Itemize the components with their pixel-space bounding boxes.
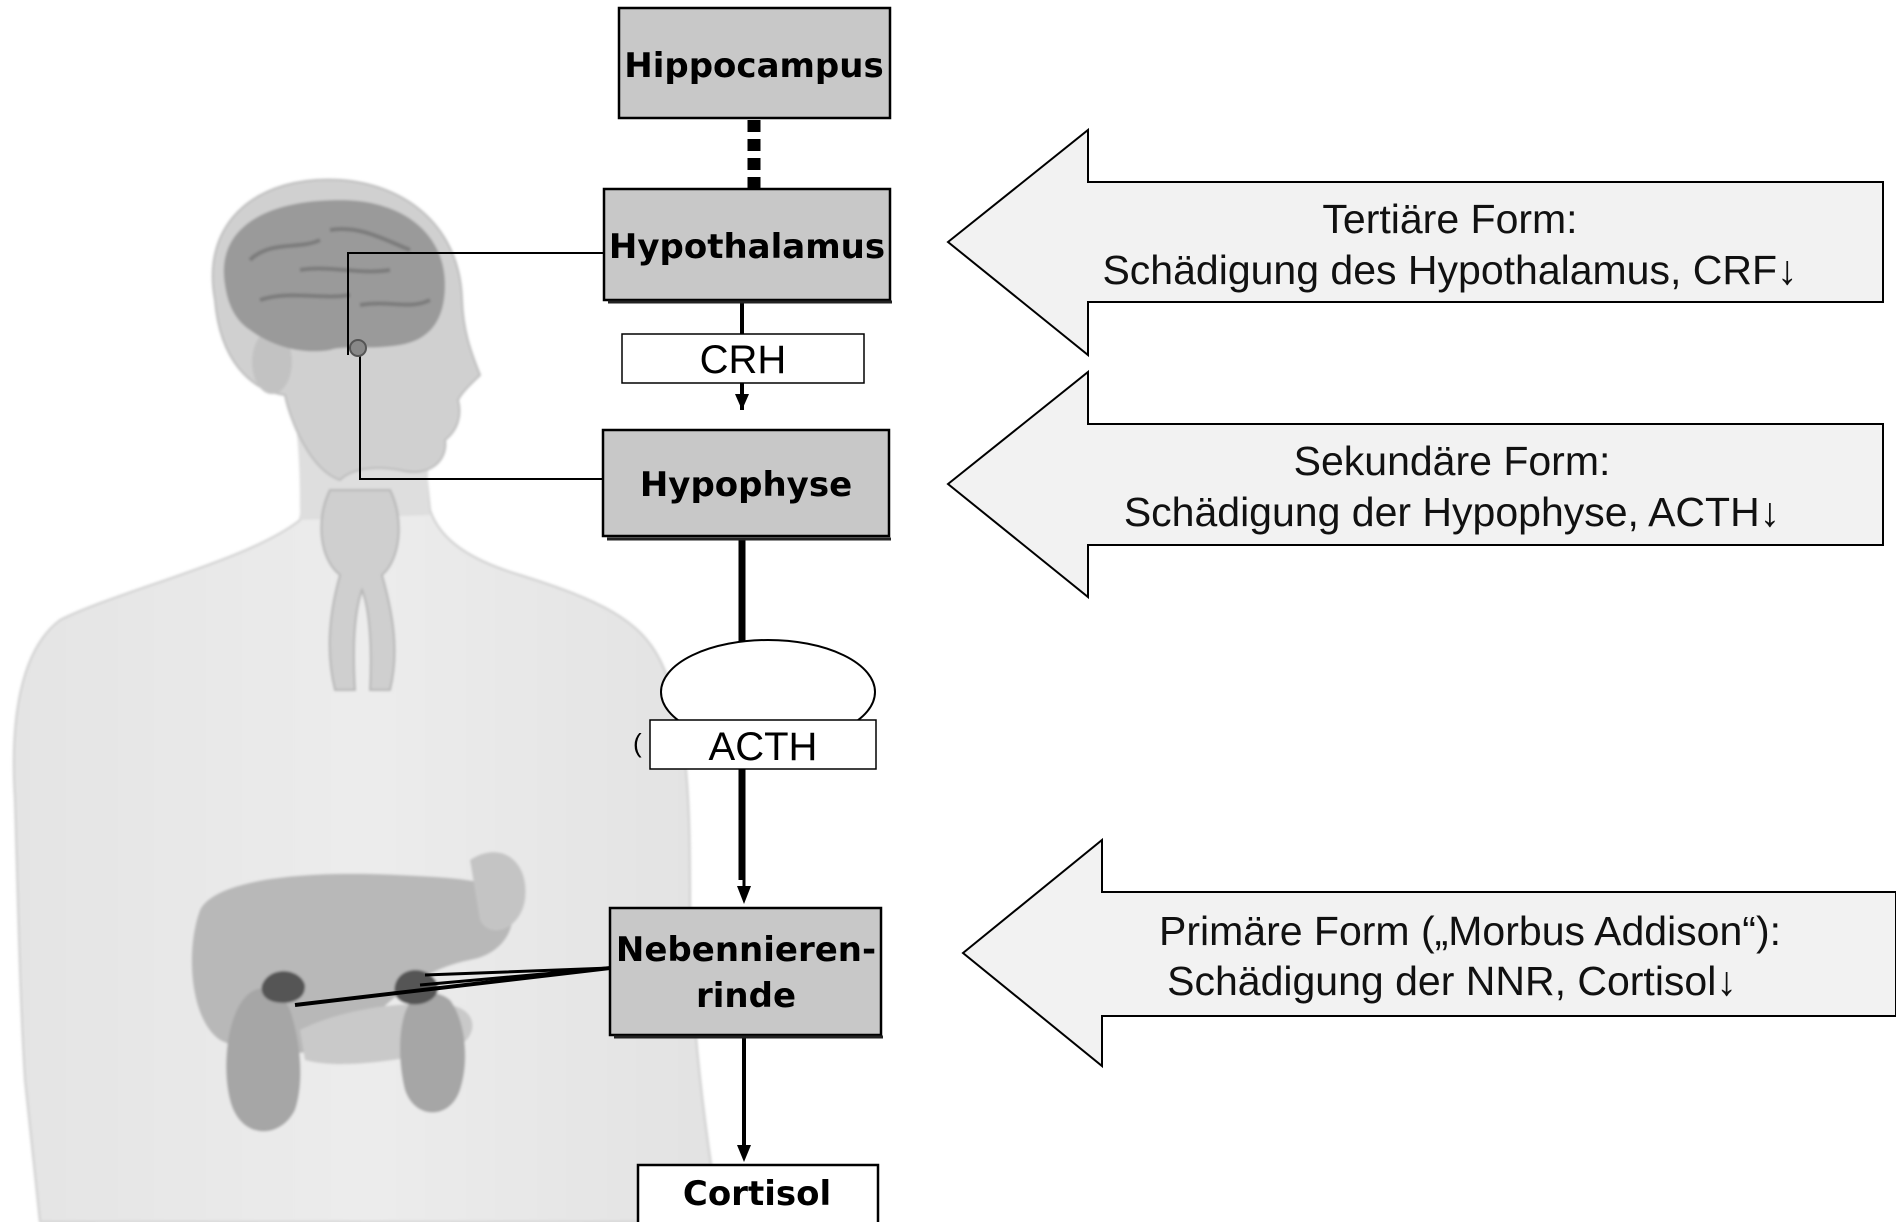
primary-form-description: Schädigung der NNR, Cortisol↓ [1167, 958, 1737, 1004]
crh-label: CRH [700, 338, 787, 382]
crh-label-box: CRH [622, 334, 864, 383]
secondary-form-description: Schädigung der Hypophyse, ACTH↓ [1124, 489, 1780, 535]
hippocampus-box: Hippocampus [619, 8, 890, 118]
tertiary-form-title: Tertiäre Form: [1322, 196, 1577, 242]
cortisol-label: Cortisol [683, 1174, 831, 1214]
pituitary-marker [350, 340, 366, 356]
primary-form-title: Primäre Form („Morbus Addison“): [1159, 908, 1781, 954]
hippocampus-label: Hippocampus [624, 46, 883, 86]
acth-side-mark: ( [633, 728, 642, 758]
acth-arrowhead [737, 886, 751, 904]
nnr-label-line1: Nebennieren- [616, 930, 876, 970]
primary-form-arrow: Primäre Form („Morbus Addison“): Schädig… [963, 840, 1896, 1066]
hypophyse-label: Hypophyse [640, 465, 852, 505]
tertiary-form-description: Schädigung des Hypothalamus, CRF↓ [1102, 247, 1797, 293]
brain [224, 200, 445, 351]
nnr-label-line2: rinde [696, 976, 796, 1016]
secondary-form-title: Sekundäre Form: [1294, 438, 1611, 484]
secondary-form-arrow: Sekundäre Form: Schädigung der Hypophyse… [948, 372, 1883, 597]
hypothalamus-box: Hypothalamus [604, 189, 892, 302]
hypophyse-box: Hypophyse [603, 430, 891, 539]
crh-arrowhead [735, 394, 749, 410]
nebennierenrinde-box: Nebennieren- rinde [610, 908, 883, 1037]
hypothalamus-label: Hypothalamus [609, 227, 885, 267]
cortisol-arrowhead [737, 1145, 751, 1162]
acth-label-box: ACTH [650, 720, 876, 769]
cortisol-box: Cortisol [638, 1165, 878, 1222]
left-kidney [226, 988, 300, 1131]
human-body-illustration [14, 180, 720, 1222]
tertiary-form-arrow: Tertiäre Form: Schädigung des Hypothalam… [948, 130, 1883, 355]
acth-label: ACTH [709, 725, 818, 769]
right-kidney [400, 993, 465, 1112]
